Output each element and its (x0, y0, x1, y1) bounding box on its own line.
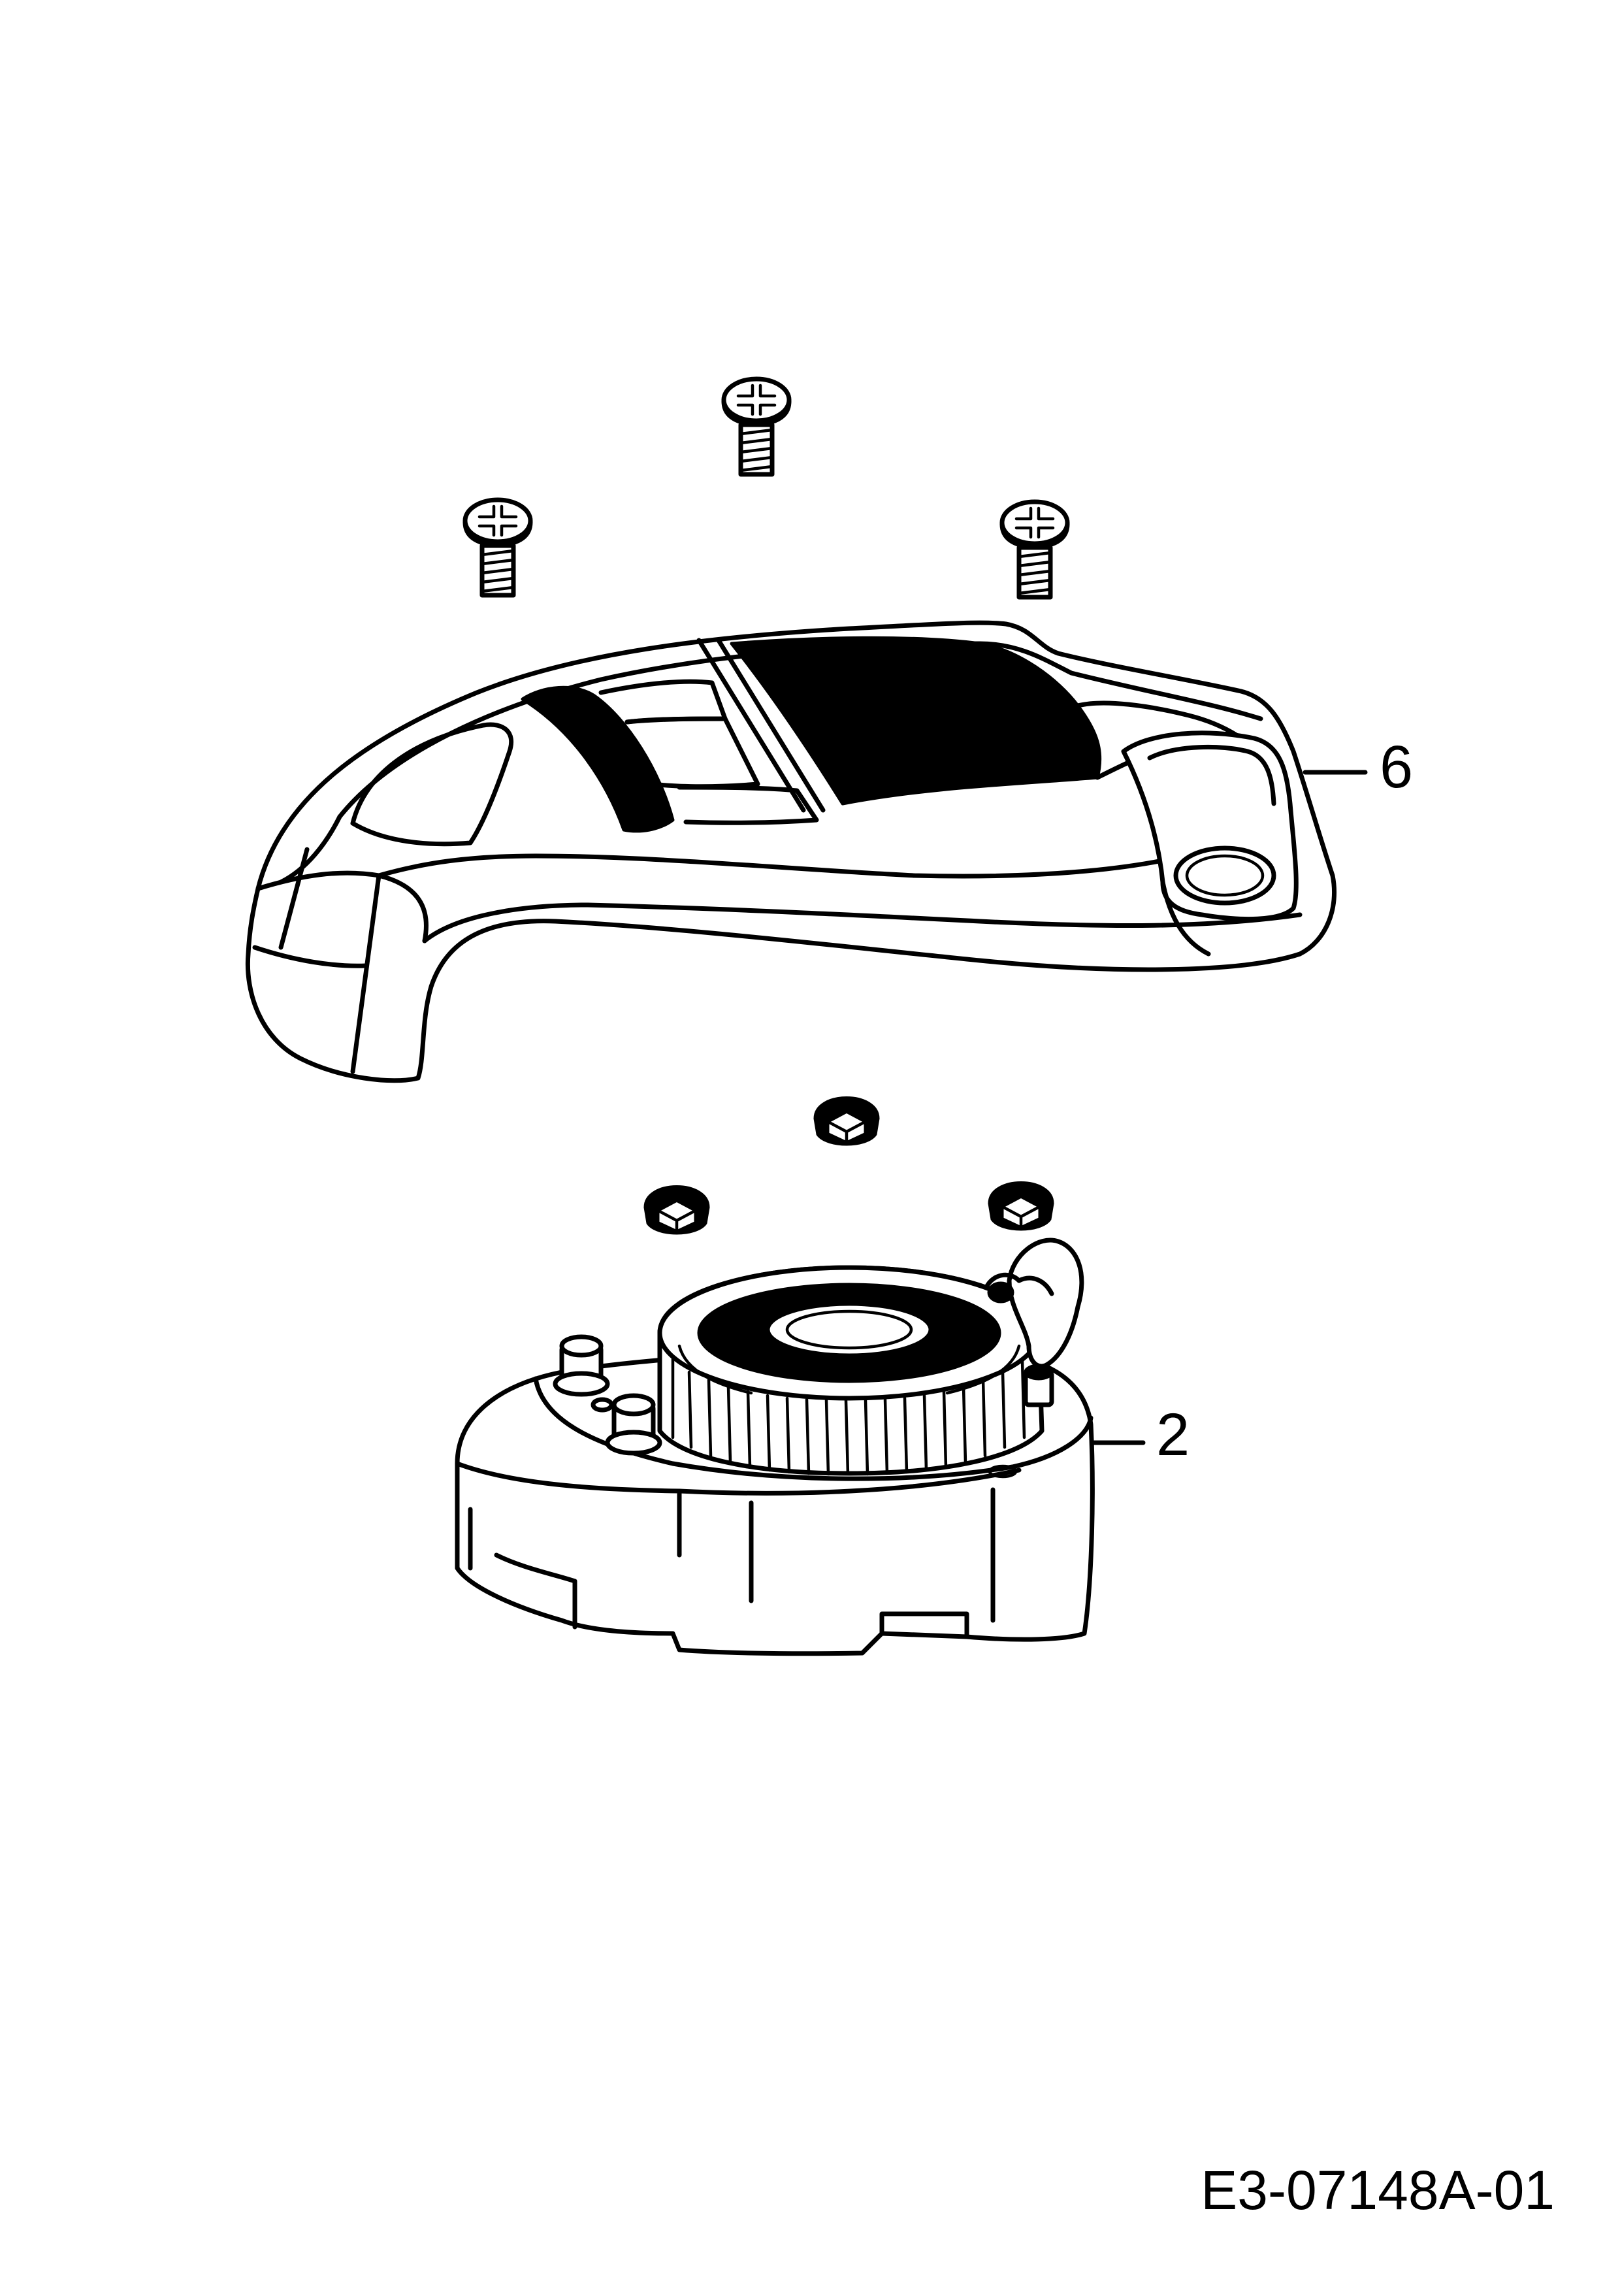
nut-right (988, 1181, 1054, 1231)
post-center (605, 1393, 662, 1456)
callout-number-6: 6 (1380, 734, 1414, 800)
nut-left (643, 1185, 710, 1235)
engine-cover (245, 620, 1337, 1083)
screw-left (462, 497, 533, 598)
recoil-starter (455, 1238, 1095, 1656)
post-right (1023, 1364, 1054, 1407)
post-left (553, 1334, 610, 1397)
screw-right (999, 499, 1070, 600)
nut-top (813, 1096, 880, 1146)
starter-pulley (657, 1265, 1045, 1476)
drawing-code: E3-07148A-01 (1201, 2159, 1555, 2221)
callout-number-2: 2 (1156, 1402, 1190, 1468)
screw-top (721, 376, 792, 477)
starter-handle (984, 1238, 1084, 1369)
